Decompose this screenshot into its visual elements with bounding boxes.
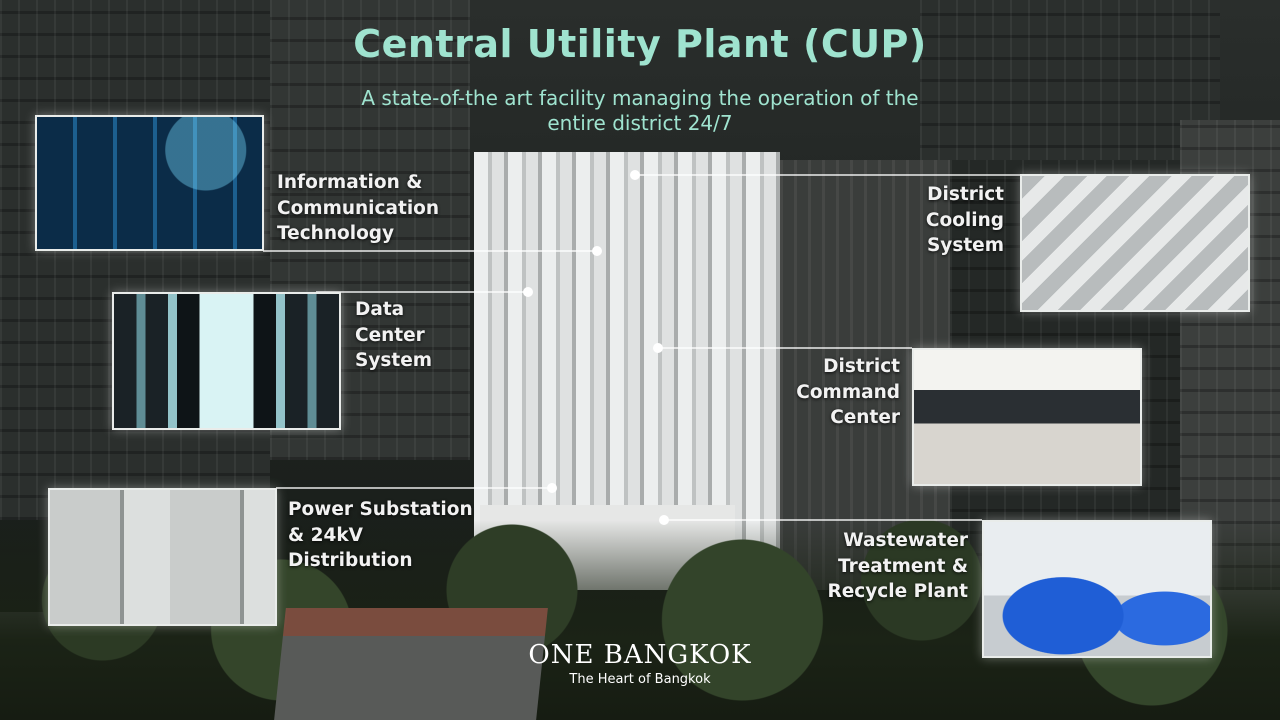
ict-photo	[35, 115, 264, 251]
power-label-line: & 24kV	[288, 524, 363, 546]
wastewater-label: Wastewater Treatment & Recycle Plant	[800, 528, 968, 605]
page-title: Central Utility Plant (CUP)	[353, 22, 927, 66]
power-substation-photo	[48, 488, 277, 626]
dot-wastewater	[659, 515, 669, 525]
dot-command	[653, 343, 663, 353]
dot-data-center	[523, 287, 533, 297]
data-center-label: Data Center System	[355, 297, 432, 374]
cooling-label-line: Cooling	[925, 209, 1004, 231]
data-center-label-line: Center	[355, 324, 425, 346]
command-label: District Command Center	[760, 354, 900, 431]
data-center-photo	[112, 292, 341, 430]
cooling-label: District Cooling System	[880, 182, 1004, 259]
wastewater-label-line: Recycle Plant	[827, 581, 968, 602]
wastewater-photo	[982, 520, 1212, 658]
dot-cooling	[630, 170, 640, 180]
one-bangkok-logo: ONE BANGKOK The Heart of Bangkok	[500, 640, 780, 687]
cup-building-side	[780, 160, 950, 590]
cooling-label-line: System	[926, 235, 1004, 256]
right-tower-top	[920, 0, 1220, 170]
ict-label-line: Communication	[277, 197, 440, 219]
brand-tagline: The Heart of Bangkok	[569, 672, 711, 687]
ict-label: Information & Communication Technology	[277, 170, 439, 247]
brand-name: ONE BANGKOK	[528, 640, 752, 670]
data-center-label-line: Data	[355, 299, 405, 320]
command-center-photo	[912, 348, 1142, 486]
ict-label-line: Technology	[277, 223, 395, 244]
power-label: Power Substation & 24kV Distribution	[288, 497, 473, 574]
dot-ict	[592, 246, 602, 256]
data-center-label-line: System	[355, 350, 433, 371]
command-label-line: District	[823, 356, 900, 377]
power-label-line: Distribution	[288, 550, 413, 571]
district-cooling-photo	[1020, 174, 1250, 312]
cooling-label-line: District	[927, 184, 1004, 205]
wastewater-label-line: Wastewater	[843, 530, 968, 551]
wastewater-label-line: Treatment &	[838, 555, 968, 577]
power-label-line: Power Substation	[288, 499, 473, 520]
command-label-line: Center	[830, 407, 900, 428]
left-tower	[0, 0, 270, 520]
dot-power	[547, 483, 557, 493]
ict-label-line: Information &	[277, 172, 423, 193]
command-label-line: Command	[796, 381, 900, 403]
page-subtitle: A state-of-the art facility managing the…	[361, 86, 919, 135]
